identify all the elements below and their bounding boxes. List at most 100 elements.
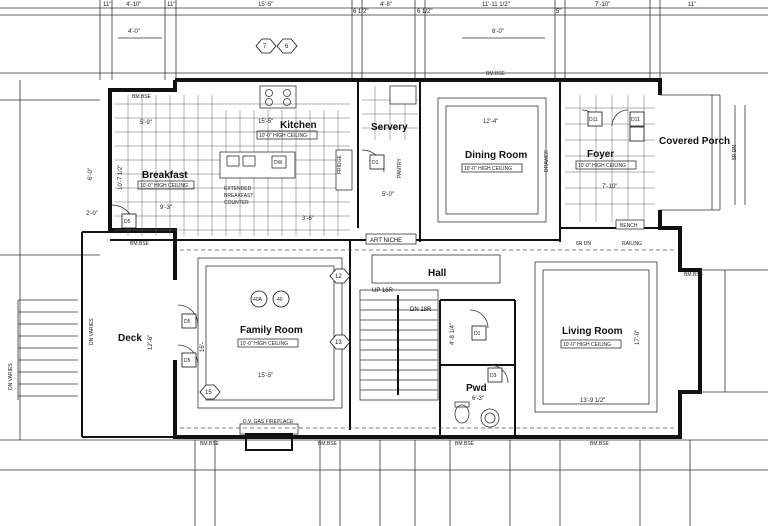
staircase xyxy=(17,105,746,401)
tag-12: 12 xyxy=(335,274,342,280)
dimension-lines-bottom xyxy=(0,439,768,526)
counter-label-line3: COUNTER xyxy=(224,200,249,206)
room-servery: Servery xyxy=(371,122,408,133)
ceiling-note-foyer: 10'-0" HIGH CEILING xyxy=(578,163,626,169)
dim-top-b: 4'-10" xyxy=(126,2,141,8)
dim-family-width: 15'-5" xyxy=(258,373,273,379)
beam-label: BM.BSE xyxy=(486,71,506,77)
dim-deck-depth: 12'-6" xyxy=(148,335,154,350)
foyer-steps-label: 6R DN xyxy=(576,241,591,247)
kitchen-fixtures xyxy=(219,85,417,191)
door-tag-d11-right: D11 xyxy=(631,117,640,123)
railing-label: RAILING xyxy=(622,241,642,247)
stair-up-label: UP 16R xyxy=(372,288,394,294)
tag-15: 15 xyxy=(205,390,212,396)
door-tag-d5-upper: D5 xyxy=(184,319,191,325)
dim-powder-width: 6'-3" xyxy=(472,396,484,402)
fireplace xyxy=(239,423,299,451)
ceiling-note-breakfast: 10'-0" HIGH CEILING xyxy=(140,183,188,189)
dim-top-j: 7'-10" xyxy=(595,2,610,8)
door-tag-d5-lower: D5 xyxy=(184,358,191,364)
bench-label: BENCH xyxy=(620,223,638,229)
dim-6-0-side: 6'-0" xyxy=(88,168,94,180)
room-breakfast: Breakfast xyxy=(142,170,188,181)
room-kitchen: Kitchen xyxy=(280,120,317,131)
beam-label: BM.BSE xyxy=(590,441,610,447)
beam-label: BM.BSE xyxy=(318,441,338,447)
dim-breakfast-depth: 9'-3" xyxy=(160,205,172,211)
door-tag-d5-breakfast: D5 xyxy=(124,219,131,225)
room-powder: Pwd xyxy=(466,383,487,394)
door-tag-d11-left: D11 xyxy=(589,117,598,123)
dishwasher-label: DW xyxy=(274,160,283,166)
dim-breakfast-width: 5'-9" xyxy=(140,120,152,126)
tag-40a: 40A xyxy=(253,297,263,303)
porch-steps-label: 5R DN xyxy=(732,145,738,160)
stair-down-label: DN 18R xyxy=(410,307,432,313)
dim-breakfast-side: 10'-7 1/2" xyxy=(118,165,124,190)
fireplace-label: D.V. GAS FIREPLACE xyxy=(243,419,294,425)
dim-top-k: 11" xyxy=(688,2,696,8)
counter-label-line2: BREAKFAST xyxy=(224,193,253,199)
room-family: Family Room xyxy=(240,325,303,336)
dim-top-f: 4'-8" xyxy=(380,2,392,8)
deck-steps-label: DN VARIES xyxy=(89,318,95,345)
room-dining: Dining Room xyxy=(465,150,527,161)
beam-label: BM.BSE xyxy=(455,441,475,447)
door-tag-d3: D3 xyxy=(490,373,497,379)
dim-top-e: 6 1/2" xyxy=(353,9,368,15)
interior-walls xyxy=(110,82,768,435)
beam-label: BM.BSE xyxy=(130,241,150,247)
tag-7: 7 xyxy=(263,44,267,50)
beam-label: BM.BSE xyxy=(684,272,704,278)
art-niche-label: ART NICHE xyxy=(370,238,402,244)
fridge-label: FRIDGE xyxy=(337,154,343,174)
beam-label: BM.BSE xyxy=(200,441,220,447)
powder-room-fixtures xyxy=(454,401,500,428)
drawer-label: DRAWER xyxy=(544,150,550,172)
counter-label-line1: EXTENDED xyxy=(224,186,252,192)
dim-foyer-width: 7'-10" xyxy=(602,184,617,190)
dim-top-d: 15'-5" xyxy=(258,2,273,8)
tile-grid-kitchen xyxy=(115,95,350,236)
ceiling-note-family: 10'-0" HIGH CEILING xyxy=(240,341,288,347)
tag-6: 6 xyxy=(285,44,289,50)
dim-dining-width: 12'-4" xyxy=(483,119,498,125)
dim-living-depth: 17'-0" xyxy=(635,330,641,345)
ceiling-note-living: 10'-0" HIGH CEILING xyxy=(563,342,611,348)
dim-3-6: 3'-6" xyxy=(302,216,314,222)
ceiling-note-kitchen: 10'-0" HIGH CEILING xyxy=(259,133,307,139)
beam-label: BM.BSE xyxy=(132,94,152,100)
room-living: Living Room xyxy=(562,326,623,337)
tag-40: 40 xyxy=(277,297,283,303)
exterior-walls xyxy=(81,78,702,439)
dim-kitchen-width: 15'-5" xyxy=(258,119,273,125)
room-foyer: Foyer xyxy=(587,149,614,160)
left-steps-label: DN VARIES xyxy=(8,363,14,390)
dim-top-h: 11'-11 1/2" xyxy=(482,2,510,8)
tag-13: 13 xyxy=(335,340,342,346)
room-hall: Hall xyxy=(428,268,447,279)
dim-top-c: 11" xyxy=(167,2,175,8)
room-covered-porch: Covered Porch xyxy=(659,136,730,147)
ceiling-note-dining: 10'-0" HIGH CEILING xyxy=(464,166,512,172)
dim-pantry: 5'-0" xyxy=(382,192,394,198)
pantry-label: PANTRY xyxy=(397,158,403,178)
dim-powder-depth: 4'-8 1/4" xyxy=(450,323,456,345)
dim-6-0: 6'-0" xyxy=(492,29,504,35)
dim-4-0: 4'-0" xyxy=(128,29,140,35)
ceiling-outlines xyxy=(180,97,675,429)
callout-tags xyxy=(121,38,645,400)
dim-top-g: 6 1/2" xyxy=(417,9,432,15)
dim-family-side: 16'- xyxy=(200,342,206,352)
dim-2-0: 2'-0" xyxy=(86,211,98,217)
door-swings xyxy=(111,109,629,384)
dim-top-i: 5" xyxy=(556,9,561,15)
door-tag-d1-pwd: D1 xyxy=(474,331,481,337)
dim-top-a: 11" xyxy=(103,2,111,8)
dimension-lines-top xyxy=(0,0,768,440)
door-tag-d1: D1 xyxy=(372,160,379,166)
room-deck: Deck xyxy=(118,333,142,344)
dim-living-width: 13'-9 1/2" xyxy=(580,398,605,404)
